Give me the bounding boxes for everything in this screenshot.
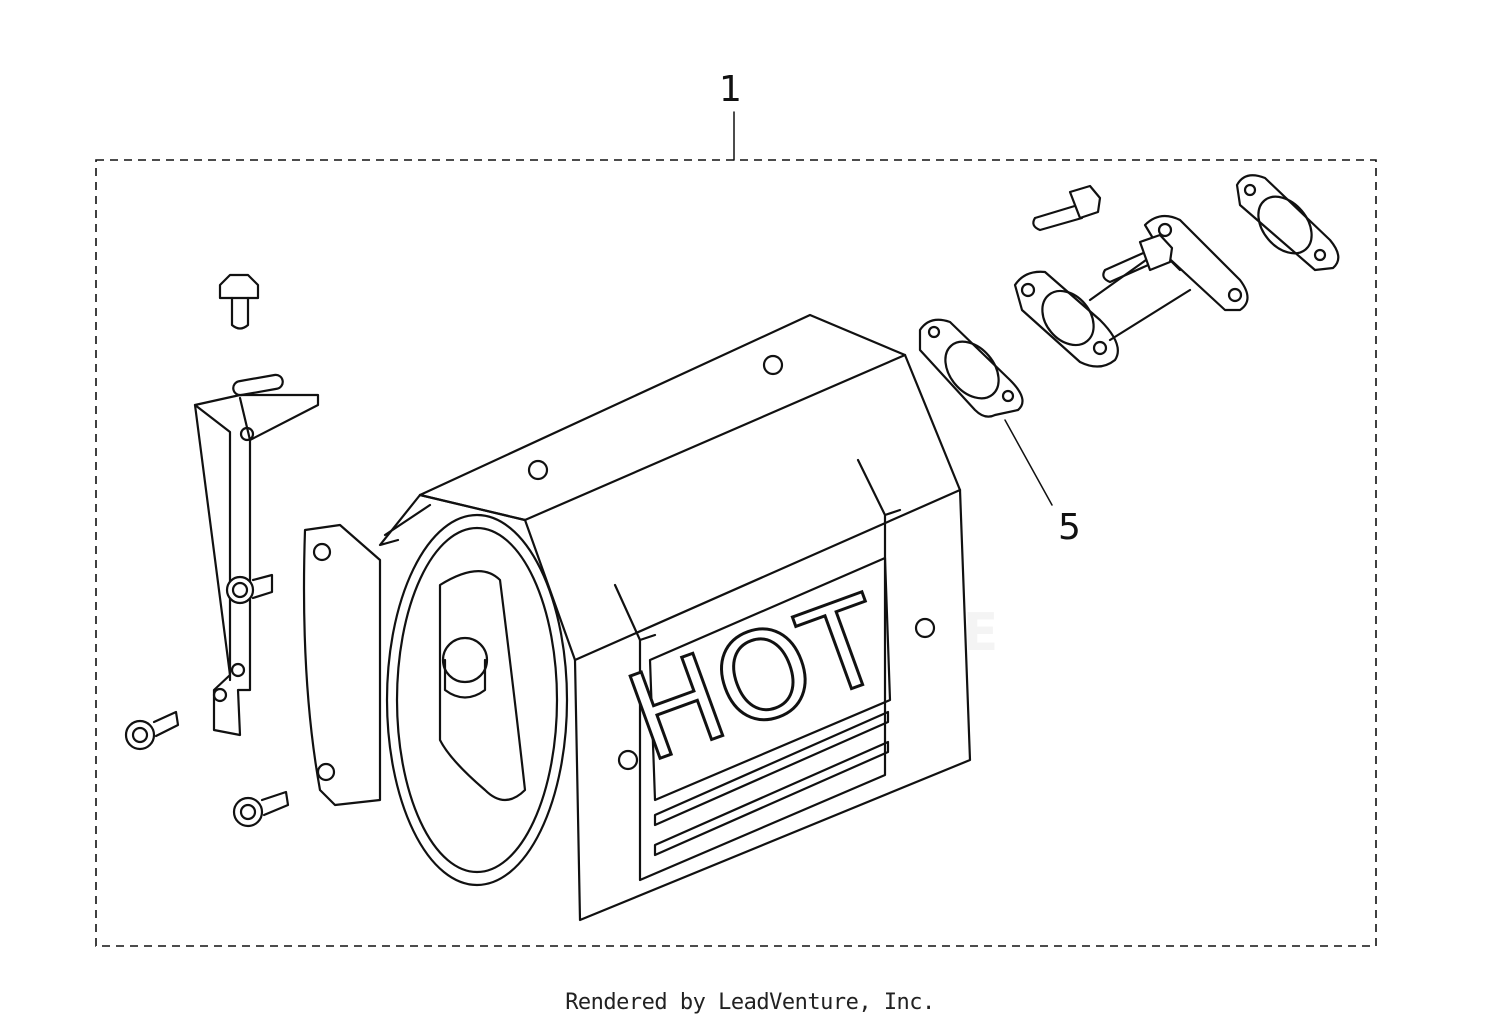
bolt-flange-middle	[1102, 233, 1174, 284]
callout-5-leader	[1004, 419, 1053, 506]
muffler-mounting-plate	[302, 523, 382, 807]
kit-boundary-dashed-box	[95, 159, 1377, 947]
bolt-flange-top	[1032, 184, 1102, 232]
bolt-bracket-center	[225, 573, 274, 605]
footer-credit: Rendered by LeadVenture, Inc.	[565, 990, 935, 1015]
bolt-bottom-left	[232, 790, 290, 828]
mounting-bracket	[193, 373, 320, 737]
exhaust-gasket-upper	[1235, 174, 1340, 272]
bolt-top-left	[218, 273, 260, 330]
exhaust-gasket-5	[918, 318, 1024, 418]
heat-shield	[378, 313, 972, 922]
muffler-body	[385, 513, 569, 887]
callout-label-5: 5	[1058, 507, 1081, 548]
callout-label-1: 1	[719, 69, 742, 110]
exhaust-flange-pipe	[1013, 214, 1249, 368]
bolt-lower-left	[124, 710, 180, 751]
